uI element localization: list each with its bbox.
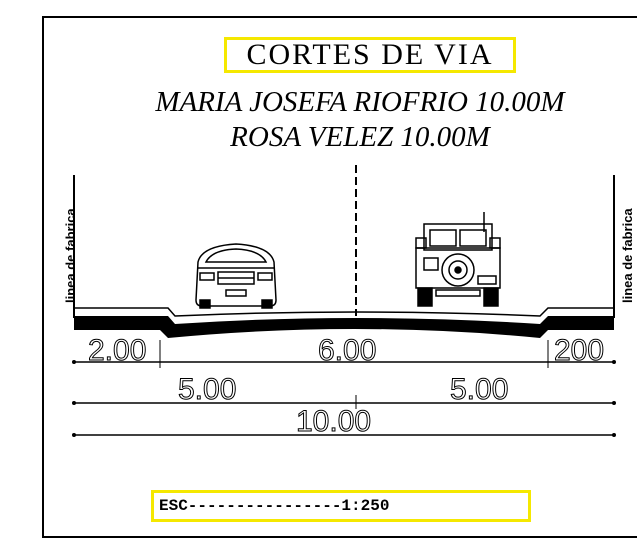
scale-box: ESC----------------1:250 bbox=[151, 490, 531, 522]
dim-right-sidewalk: 200 bbox=[554, 334, 604, 367]
drawing-frame bbox=[42, 16, 637, 538]
title-text: CORTES DE VIA bbox=[246, 38, 494, 71]
dim-roadway: 6.00 bbox=[318, 334, 376, 367]
dim-right-half: 5.00 bbox=[450, 373, 508, 406]
scale-label: ESC----------------1:250 bbox=[159, 497, 390, 515]
pavement-section bbox=[74, 316, 614, 338]
dim-left-sidewalk: 2.00 bbox=[88, 334, 146, 367]
car-icon bbox=[195, 243, 277, 309]
subtitle-street-1: MARIA JOSEFA RIOFRIO 10.00M bbox=[155, 86, 565, 118]
road-surface-line bbox=[74, 307, 614, 317]
subtitle-street-2: ROSA VELEZ 10.00M bbox=[230, 121, 490, 153]
dim-left-half: 5.00 bbox=[178, 373, 236, 406]
jeep-icon bbox=[415, 212, 501, 307]
dim-total: 10.00 bbox=[296, 405, 371, 438]
drawing-title: CORTES DE VIA bbox=[224, 37, 516, 73]
